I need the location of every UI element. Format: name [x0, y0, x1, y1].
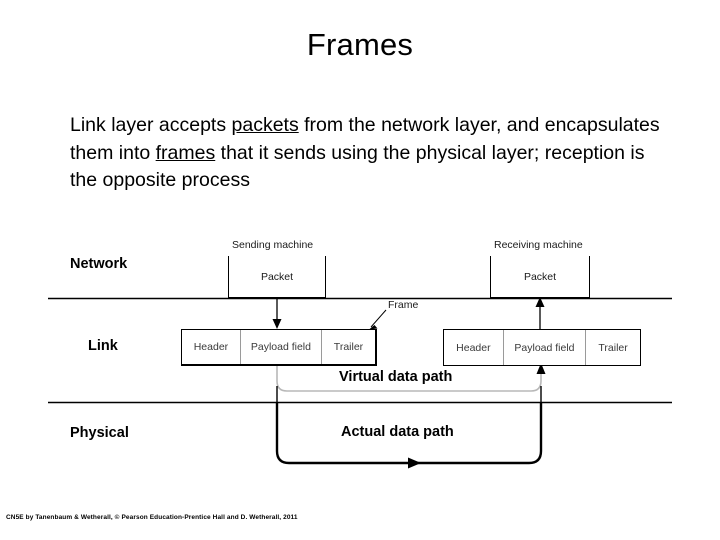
frame-cell-trailer: Trailer [320, 330, 375, 364]
layer-label-physical: Physical [70, 425, 129, 441]
body-term-packets: packets [231, 114, 299, 136]
frame-cell-payload: Payload field [239, 330, 321, 364]
receiving-frame-to-packet-arrowhead [535, 297, 545, 307]
frame-cell-trailer: Trailer [585, 330, 640, 365]
frame-cell-payload: Payload field [502, 330, 585, 365]
layer-label-network: Network [70, 256, 128, 272]
frame-label-leader-line [370, 309, 387, 328]
frame-box-sending: Header Payload field Trailer [181, 329, 377, 366]
footer-credit: CN5E by Tanenbaum & Wetherall, © Pearson… [6, 514, 298, 521]
frame-cell-header: Header [193, 341, 229, 353]
body-term-frames: frames [155, 141, 216, 164]
page-title: Frames [306, 27, 414, 62]
packet-box-sending: Packet [228, 256, 326, 298]
layer-label-link: Link [88, 338, 118, 354]
packet-box-receiving: Packet [490, 256, 590, 298]
caption-sending-machine: Sending machine [232, 239, 314, 251]
frame-annotation-label: Frame [388, 299, 419, 311]
caption-receiving-machine: Receiving machine [494, 239, 583, 251]
sending-packet-to-frame-arrowhead [272, 319, 282, 329]
actual-data-path-label: Actual data path [341, 424, 454, 440]
actual-data-path-arrowhead [408, 457, 421, 469]
packet-box-receiving-label: Packet [523, 270, 557, 283]
body-segment-4: that it sends using the physical layer; … [70, 141, 645, 192]
frame-cell-header: Header [456, 341, 491, 354]
packet-box-sending-label: Packet [260, 270, 294, 283]
body-segment-0: Link layer accepts [70, 114, 232, 136]
virtual-data-path-label: Virtual data path [339, 369, 453, 385]
body-segment-2: from the network layer, and encapsulates… [70, 114, 660, 164]
frame-box-receiving: Header Payload field Trailer [443, 329, 641, 366]
body-paragraph: Link layer accepts packets from the netw… [70, 112, 670, 195]
